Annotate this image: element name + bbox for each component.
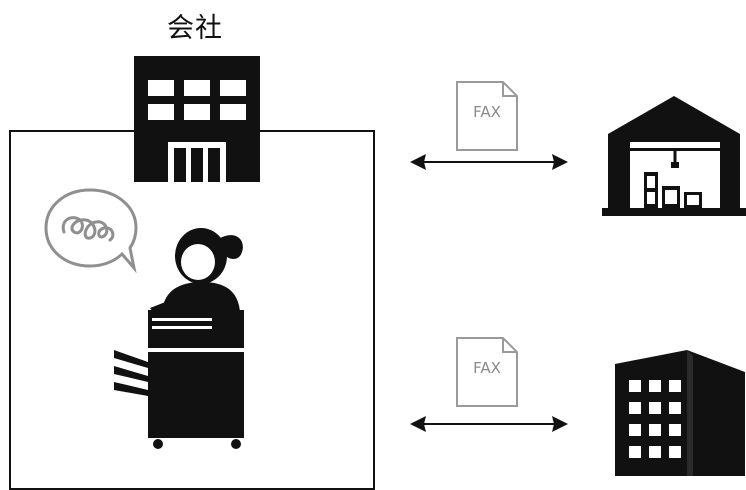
warehouse-icon <box>602 94 746 216</box>
person-at-fax-machine-icon <box>112 220 252 450</box>
double-arrow-bottom <box>408 412 570 436</box>
fax-label-bottom: FAX <box>473 359 501 377</box>
speech-bubble-swirl-icon <box>40 184 140 274</box>
fax-label-top: FAX <box>473 103 501 121</box>
fax-document-top: FAX <box>455 80 519 152</box>
company-label: 会社 <box>167 13 223 44</box>
double-arrow-top <box>408 150 570 174</box>
office-building-icon <box>134 52 260 182</box>
fax-document-bottom: FAX <box>455 336 519 408</box>
apartment-building-icon <box>615 350 745 476</box>
